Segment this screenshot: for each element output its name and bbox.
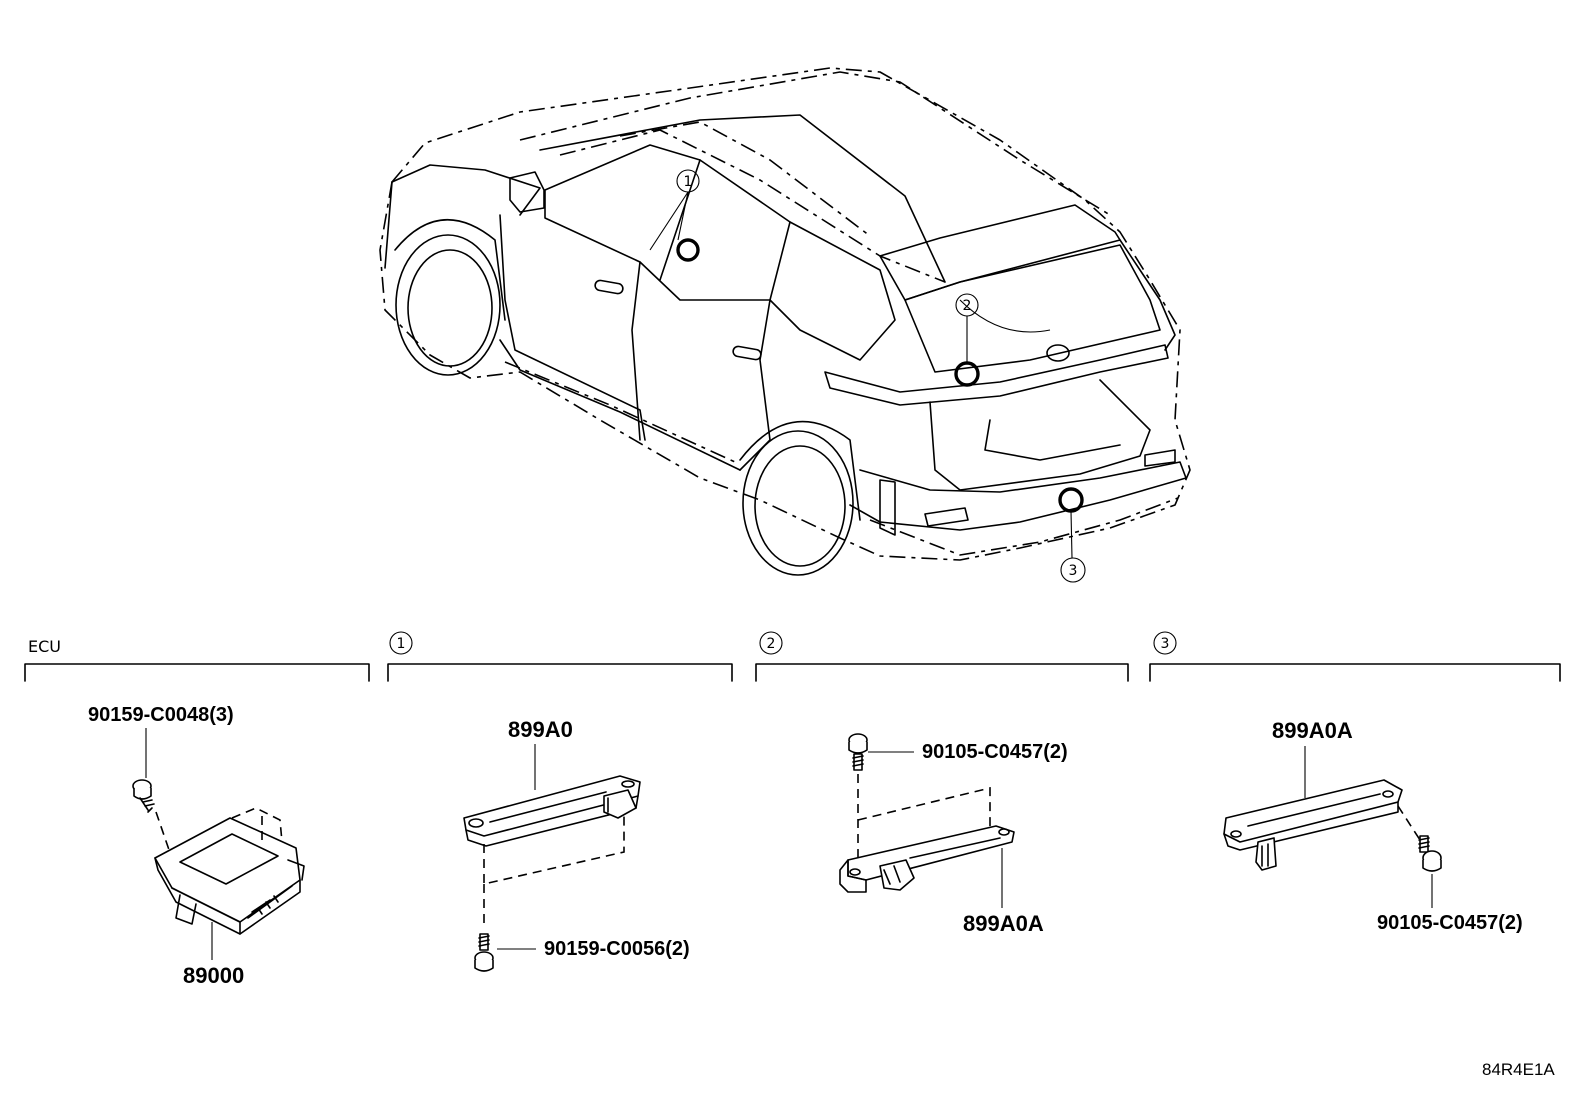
section-1-part-number: 899A0 <box>508 717 573 742</box>
section-1: 899A0 90159-C0056(2) <box>463 717 690 972</box>
section-3-screw-icon <box>1418 835 1442 872</box>
ecu-part-number: 89000 <box>183 963 244 988</box>
section-2: 90105-C0457(2) 899A0A <box>839 733 1068 936</box>
section-3-screw-label: 90105-C0457(2) <box>1377 912 1523 934</box>
section-2-part-number: 899A0A <box>963 911 1044 936</box>
section-number-3: 3 <box>1161 636 1170 652</box>
ecu-module-icon <box>154 807 305 935</box>
section-header-2: 2 <box>755 631 1129 682</box>
callout-2: 2 <box>954 293 980 387</box>
ecu-screw-label: 90159-C0048(3) <box>88 704 234 726</box>
callout-3-label: 3 <box>1069 563 1078 579</box>
section-1-screw-icon <box>474 933 494 972</box>
section-header-ecu: ECU <box>24 637 370 682</box>
section-2-screw-label: 90105-C0457(2) <box>922 741 1068 763</box>
section-1-screw-label: 90159-C0056(2) <box>544 938 690 960</box>
section-3-part-number: 899A0A <box>1272 718 1353 743</box>
section-2-screw-icon <box>848 733 868 771</box>
ecu-section: 90159-C0048(3) 89000 <box>88 704 305 988</box>
antenna-899a0-icon <box>463 775 641 847</box>
ecu-screw-icon <box>132 779 155 813</box>
section-title-ecu: ECU <box>28 637 61 656</box>
callout-1: 1 <box>649 169 700 262</box>
callout-3: 3 <box>1058 487 1086 583</box>
antenna-899a0a-icon-3 <box>1223 779 1403 871</box>
antenna-899a0a-icon-2 <box>839 825 1015 893</box>
callout-1-label: 1 <box>684 174 693 190</box>
section-header-3: 3 <box>1149 631 1561 682</box>
diagram-code: 84R4E1A <box>1482 1060 1555 1079</box>
section-number-2: 2 <box>767 636 776 652</box>
section-header-1: 1 <box>387 631 733 682</box>
section-3: 899A0A 90105-C0457(2) <box>1223 718 1523 934</box>
callout-2-label: 2 <box>963 298 972 314</box>
vehicle-illustration <box>379 67 1191 576</box>
section-number-1: 1 <box>397 636 406 652</box>
